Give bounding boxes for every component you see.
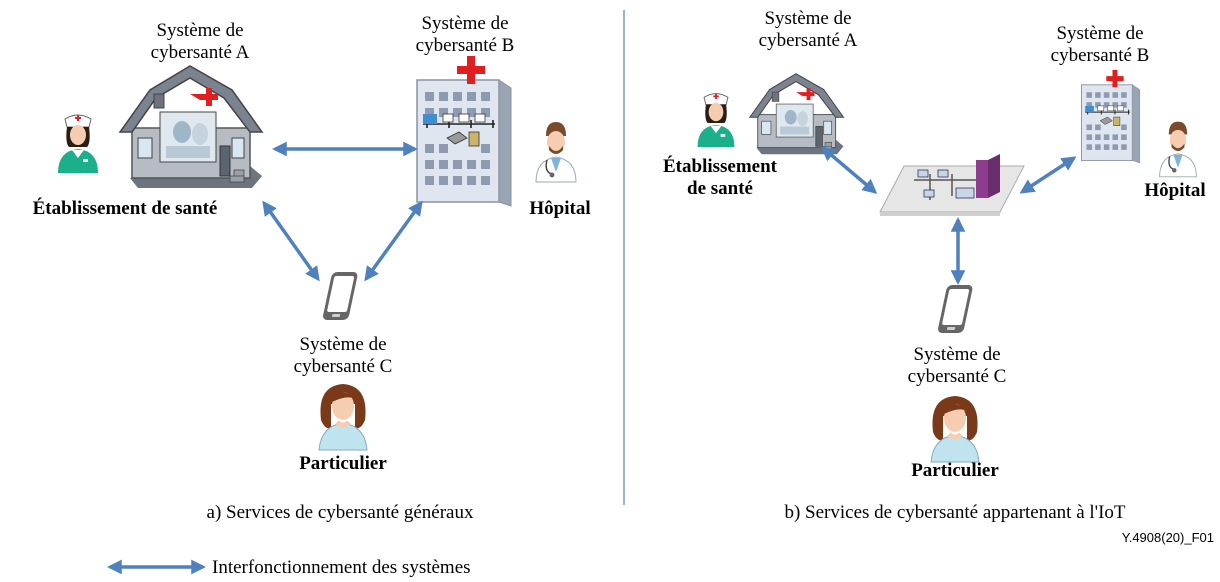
system-c-label-b: Système de cybersanté C: [877, 344, 1037, 388]
hospital-label-b: Hôpital: [1144, 180, 1206, 201]
system-a-label-a: Système de cybersanté A: [120, 20, 280, 64]
clinic-b-icon: [749, 73, 845, 155]
system-b-label-a: Système de cybersanté B: [385, 13, 545, 57]
hospital-label-a: Hôpital: [529, 198, 591, 219]
nurse-a-icon: [57, 114, 99, 174]
figure-reference: Y.4908(20)_F01: [1121, 530, 1214, 545]
facility-label-b: Établissement de santé: [650, 156, 790, 200]
caption-a: a) Services de cybersanté généraux: [206, 502, 474, 523]
individual-label-a: Particulier: [299, 453, 387, 474]
individual-label-b: Particulier: [911, 460, 999, 481]
arrow-a-hospital-phone: [364, 200, 423, 282]
system-a-line1-b: Système de: [764, 8, 852, 29]
arrow-b-clinic-platform: [820, 146, 878, 194]
doctor-b-icon: [1158, 120, 1198, 178]
arrow-b-platform-hospital: [1019, 156, 1077, 194]
hospital-a-icon: [416, 55, 512, 207]
system-c-label-a: Système de cybersanté C: [263, 334, 423, 378]
clinic-a-icon: [119, 65, 263, 189]
nurse-b-icon: [696, 92, 736, 148]
facility-line1-b: Établissement: [663, 156, 777, 177]
arrow-a-clinic-phone: [262, 200, 320, 282]
caption-b: b) Services de cybersanté appartenant à …: [784, 502, 1126, 523]
system-b-label-b: Système de cybersanté B: [1020, 23, 1180, 67]
legend-label: Interfonctionnement des systèmes: [212, 557, 471, 578]
system-a-label-b: Système de cybersanté A: [728, 8, 888, 52]
system-b-line2: cybersanté B: [415, 35, 515, 56]
facility-line2-b: de santé: [687, 178, 753, 199]
iot-platform-icon: [879, 153, 1025, 217]
system-c-line1-b: Système de: [913, 344, 1001, 365]
individual-b-icon: [931, 396, 979, 462]
system-b-line1-b: Système de: [1056, 23, 1144, 44]
smartphone-a-icon: [322, 272, 359, 320]
system-a-line2: cybersanté A: [150, 42, 250, 63]
system-b-line2-b: cybersanté B: [1050, 45, 1150, 66]
system-a-line1: Système de: [156, 20, 244, 41]
system-c-line2: cybersanté C: [293, 356, 393, 377]
individual-a-icon: [319, 384, 367, 450]
hospital-b-icon: [1080, 69, 1141, 164]
doctor-a-icon: [535, 121, 577, 183]
system-c-line2-b: cybersanté C: [907, 366, 1007, 387]
facility-label-a: Établissement de santé: [32, 198, 218, 219]
system-c-line1: Système de: [299, 334, 387, 355]
system-a-line2-b: cybersanté A: [758, 30, 858, 51]
system-b-line1: Système de: [421, 13, 509, 34]
smartphone-b-icon: [937, 285, 974, 333]
